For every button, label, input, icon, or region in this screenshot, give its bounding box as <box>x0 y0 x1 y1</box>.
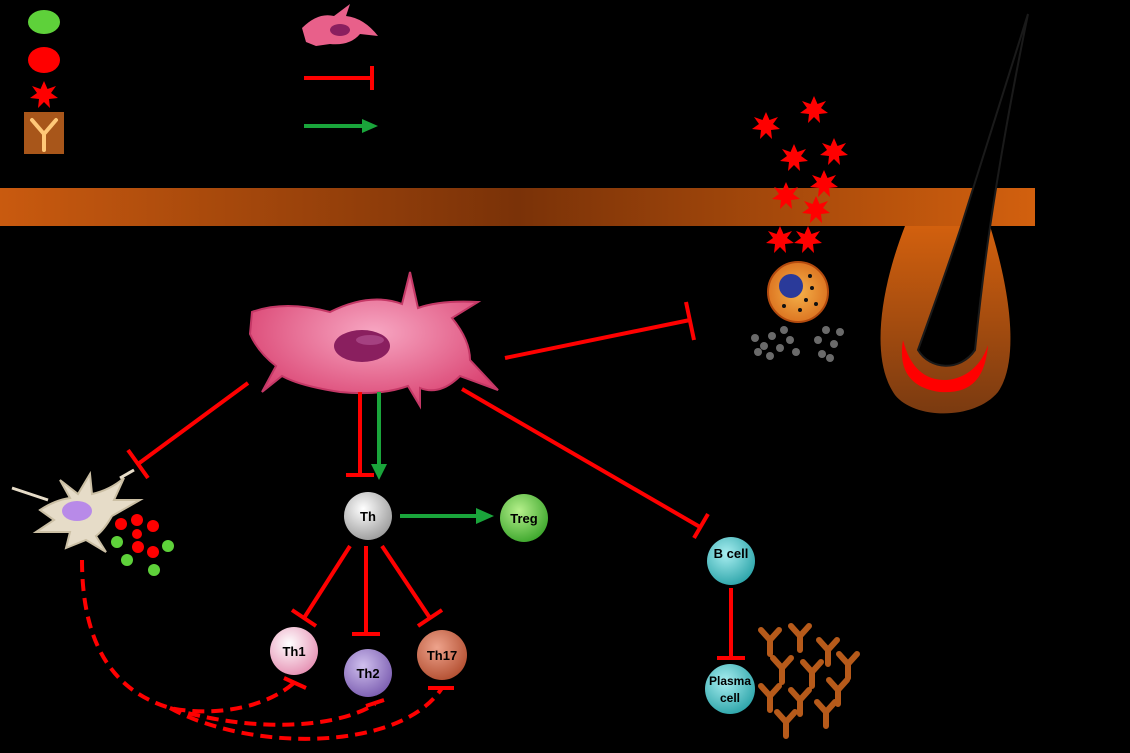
degranulation-stars <box>752 96 848 253</box>
mast-cell-granules <box>751 326 844 362</box>
activation-arrow-icon <box>304 119 378 133</box>
hair-follicle <box>880 13 1029 414</box>
plasma-cell-label-line1: Plasma <box>709 674 751 688</box>
treg-cell-label: Treg <box>510 511 538 526</box>
dc-dashed-links <box>80 559 444 741</box>
b-cell-label: B cell <box>714 546 749 561</box>
th17-cell-label: Th17 <box>427 648 457 663</box>
antibody-legend-icon <box>24 112 64 154</box>
th2-cell: Th2 <box>344 649 392 697</box>
dc-dashed-link-ends <box>283 676 454 708</box>
th1-cell-label: Th1 <box>282 644 305 659</box>
red-dot-legend-icon <box>28 47 60 73</box>
th1-cell: Th1 <box>270 627 318 675</box>
legend <box>24 4 378 154</box>
hair-shaft <box>916 13 1029 367</box>
msc-legend-icon <box>302 4 378 46</box>
inhibition-arrow-icon <box>304 66 374 90</box>
treg-cell: Treg <box>500 494 548 542</box>
th2-cell-label: Th2 <box>356 666 379 681</box>
red-star-legend-icon <box>30 81 58 108</box>
antibody-cluster <box>761 626 857 736</box>
th17-cell: Th17 <box>417 630 467 680</box>
activation-arrows <box>371 392 494 524</box>
mesenchymal-stem-cell <box>248 271 499 410</box>
cytokine-dots <box>111 514 174 576</box>
green-dot-legend-icon <box>28 10 60 34</box>
inhibition-arrows <box>126 301 745 660</box>
b-cell: B cell <box>707 537 755 585</box>
plasma-cell: Plasma cell <box>705 664 755 714</box>
th-cell-label: Th <box>360 509 376 524</box>
th-cell: Th <box>344 492 392 540</box>
mast-cell <box>767 261 829 323</box>
dendritic-cell <box>11 468 144 553</box>
skin-epidermis-band <box>0 188 1035 226</box>
plasma-cell-label-line2: cell <box>720 691 740 705</box>
